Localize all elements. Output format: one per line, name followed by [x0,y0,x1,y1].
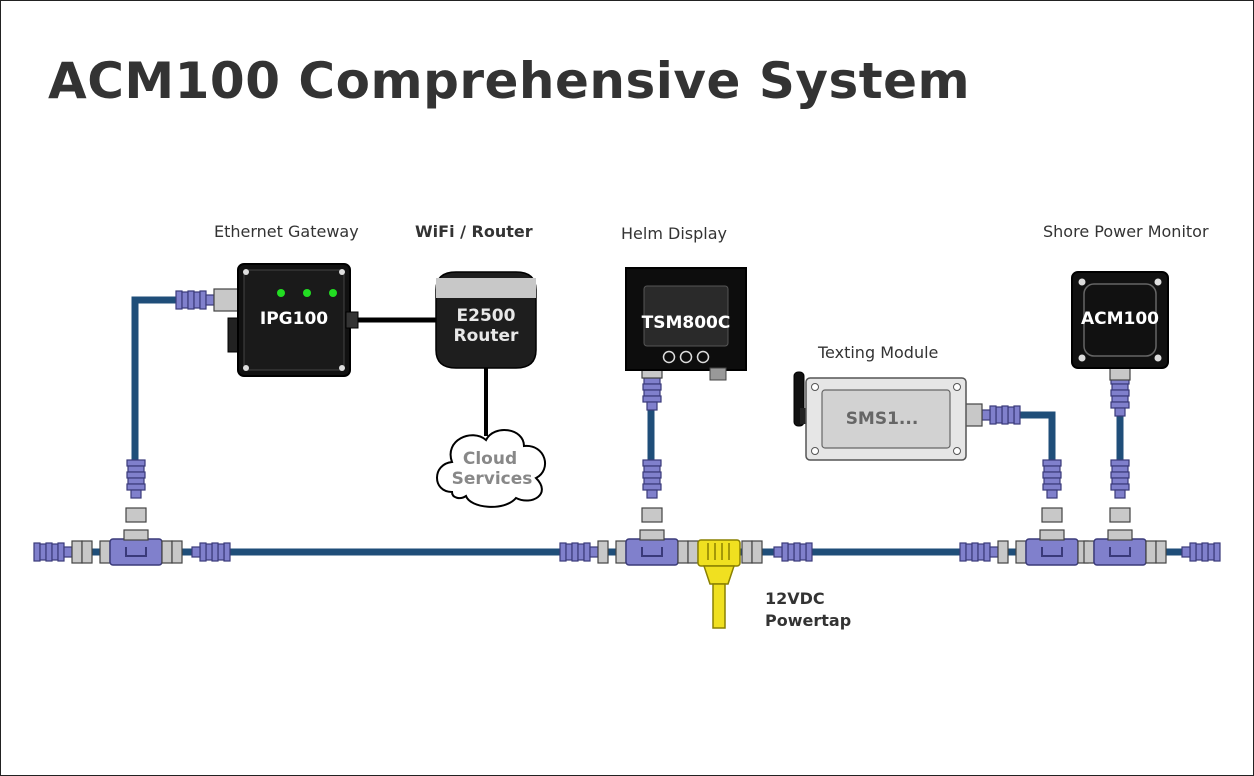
cloud-label-line1: Cloud [463,449,517,469]
acm100-device: ACM100 [1071,271,1169,369]
right-tee-assembly [959,459,1221,566]
label-wifi-router: WiFi / Router [415,222,533,241]
label-helm-display: Helm Display [621,224,727,243]
ipg100-label: IPG100 [260,309,328,329]
sms-texting-module: SMS1... [793,371,967,461]
powertap-connector [697,539,741,629]
middle-tee-assembly [559,459,813,566]
label-powertap-voltage: 12VDC [765,589,825,608]
router-label-line1: E2500 [457,306,516,326]
label-shore-power-monitor: Shore Power Monitor [1043,222,1209,241]
ipg100-device: IPG100 [227,263,359,377]
tsm800c-display: TSM800C [625,267,747,381]
cloud-label-line2: Services [452,469,533,489]
page-title: ACM100 Comprehensive System [48,52,971,110]
tsm800c-label: TSM800C [642,313,731,333]
acm100-label: ACM100 [1081,309,1159,329]
e2500-router: E2500 Router [435,271,537,369]
label-ethernet-gateway: Ethernet Gateway [214,222,359,241]
router-label-line2: Router [454,326,520,346]
ipg100-drop-connector [175,290,215,310]
sms-label: SMS1... [846,409,919,429]
cloud-services: Cloud Services [436,428,546,508]
left-tee-assembly [33,459,231,566]
label-powertap: Powertap [765,611,852,630]
label-texting-module: Texting Module [818,343,939,362]
